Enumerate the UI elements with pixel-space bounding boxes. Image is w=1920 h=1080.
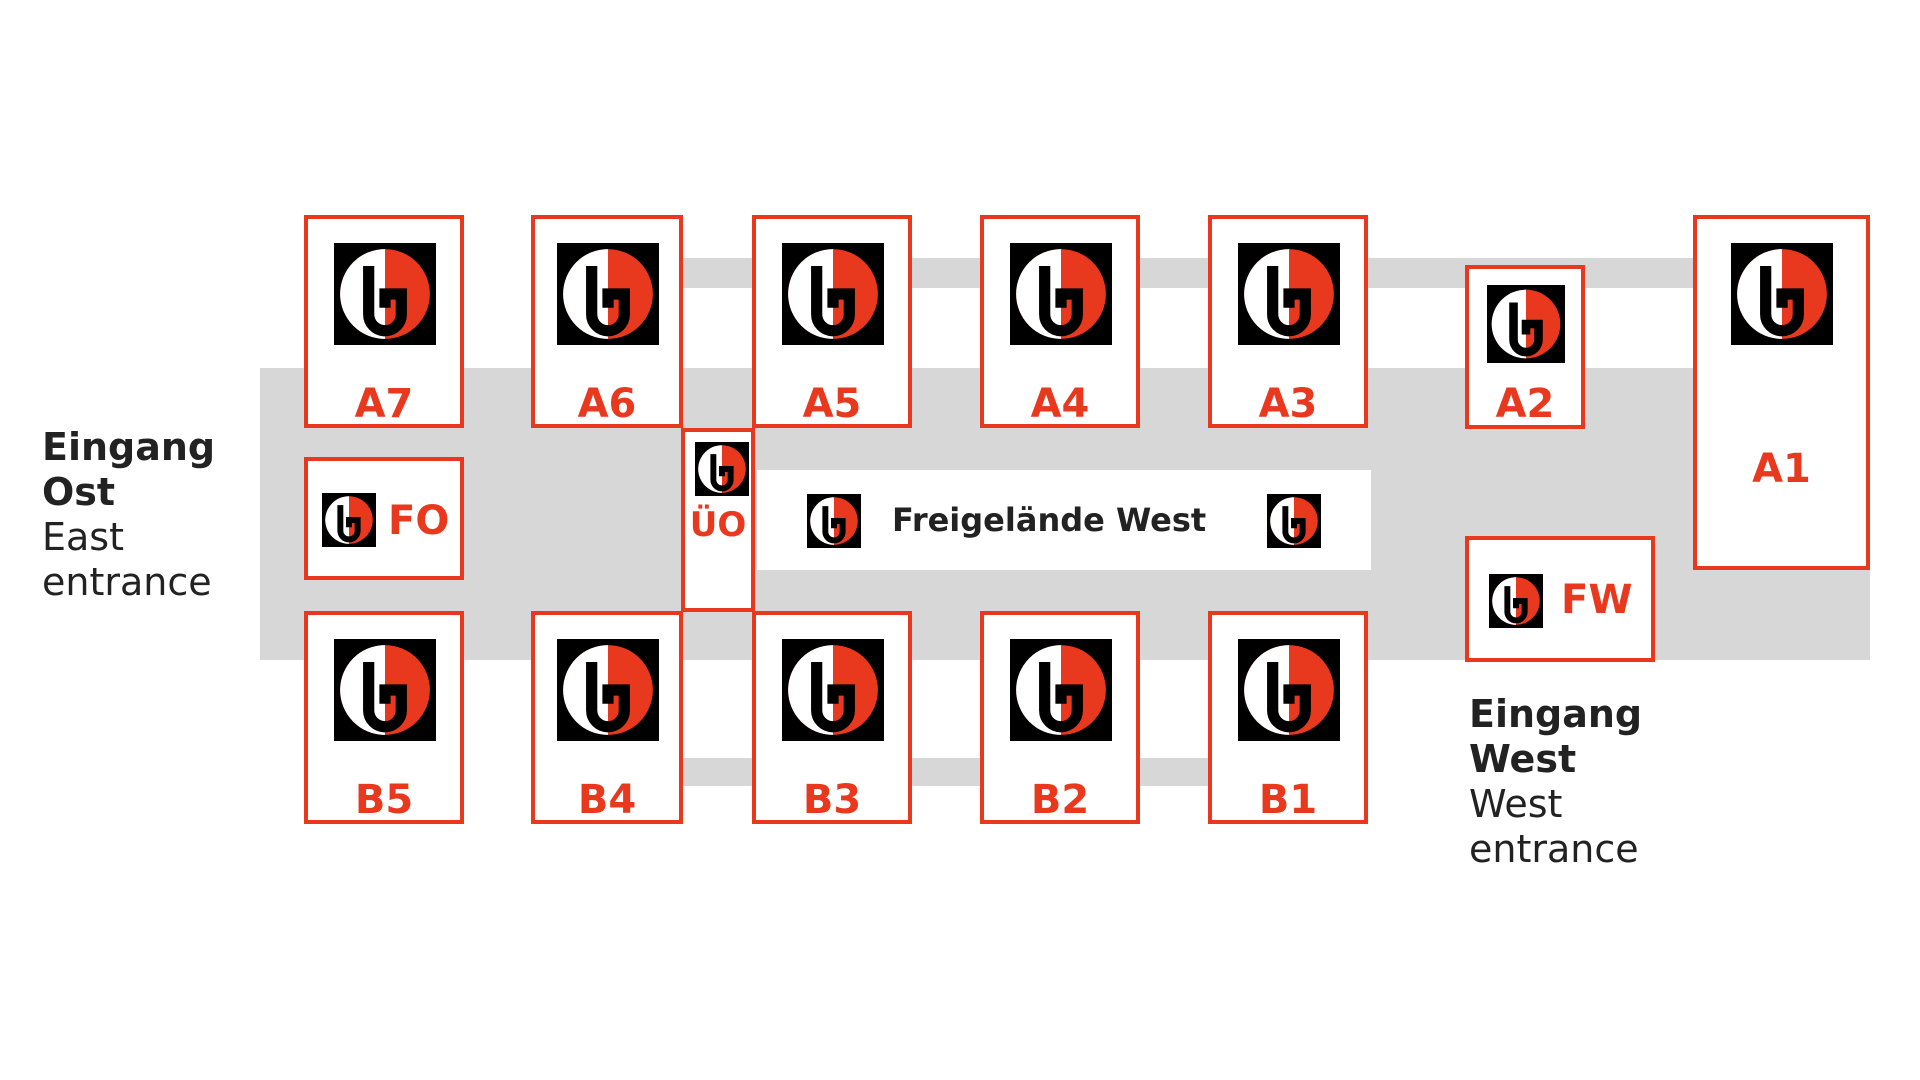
entrance-west-de-line2: West (1469, 737, 1577, 781)
hall-b1[interactable]: B1 (1208, 611, 1368, 824)
messe-logo-icon (1731, 243, 1833, 345)
hall-label: A2 (1495, 381, 1555, 427)
hall-label: A6 (577, 381, 637, 427)
entrance-west-en-line1: West (1469, 782, 1563, 826)
messe-logo-icon (1487, 285, 1565, 363)
hall-label: B2 (1030, 777, 1090, 823)
hall-a6[interactable]: A6 (531, 215, 683, 428)
entrance-east-en-line2: entrance (42, 560, 212, 604)
messe-logo-icon (695, 442, 749, 496)
hall-label: ÜO (689, 505, 747, 545)
messe-logo-icon (807, 494, 861, 548)
messe-logo-icon (1267, 494, 1321, 548)
messe-logo-icon (1489, 574, 1543, 628)
hall-a5[interactable]: A5 (752, 215, 912, 428)
hall-label: B3 (802, 777, 862, 823)
hall-a3[interactable]: A3 (1208, 215, 1368, 428)
messe-logo-icon (322, 493, 376, 547)
hall-label: A5 (802, 381, 862, 427)
hall-label: A4 (1030, 381, 1090, 427)
entrance-east-de-line1: Eingang (42, 425, 216, 469)
messe-logo-icon (557, 639, 659, 741)
hall-label: A3 (1258, 381, 1318, 427)
hall-fw[interactable]: FW (1465, 536, 1655, 662)
hall-fo[interactable]: FO (304, 457, 464, 580)
hall-b4[interactable]: B4 (531, 611, 683, 824)
entrance-east-en-line1: East (42, 515, 124, 559)
hall-label: B4 (577, 777, 637, 823)
messe-logo-icon (1010, 639, 1112, 741)
hall-label: B1 (1258, 777, 1318, 823)
hall-a1[interactable]: A1 (1693, 215, 1870, 570)
hall-a7[interactable]: A7 (304, 215, 464, 428)
hall-label: FW (1561, 577, 1633, 623)
messe-logo-icon (334, 639, 436, 741)
hall-b5[interactable]: B5 (304, 611, 464, 824)
messe-logo-icon (1238, 639, 1340, 741)
messe-logo-icon (334, 243, 436, 345)
entrance-east-de-line2: Ost (42, 470, 116, 514)
freigelaende-west-label: Freigelände West (892, 501, 1207, 539)
hall-label: B5 (354, 777, 414, 823)
messe-logo-icon (557, 243, 659, 345)
hall-a2[interactable]: A2 (1465, 265, 1585, 429)
messe-logo-icon (782, 243, 884, 345)
freigelaende-west-area[interactable]: Freigelände West (757, 470, 1371, 570)
entrance-west-en-line2: entrance (1469, 827, 1639, 871)
hall-label: A1 (1752, 446, 1811, 492)
hall-b3[interactable]: B3 (752, 611, 912, 824)
hall-uo[interactable]: ÜO (681, 428, 755, 612)
entrance-west-de-line1: Eingang (1469, 692, 1643, 736)
messe-logo-icon (782, 639, 884, 741)
entrance-west[interactable]: Eingang West West entrance (1469, 692, 1642, 872)
hall-label: A7 (354, 381, 414, 427)
hall-label: FO (388, 498, 450, 544)
messe-logo-icon (1010, 243, 1112, 345)
hall-a4[interactable]: A4 (980, 215, 1140, 428)
messe-logo-icon (1238, 243, 1340, 345)
hall-b2[interactable]: B2 (980, 611, 1140, 824)
entrance-east[interactable]: Eingang Ost East entrance (42, 425, 215, 605)
